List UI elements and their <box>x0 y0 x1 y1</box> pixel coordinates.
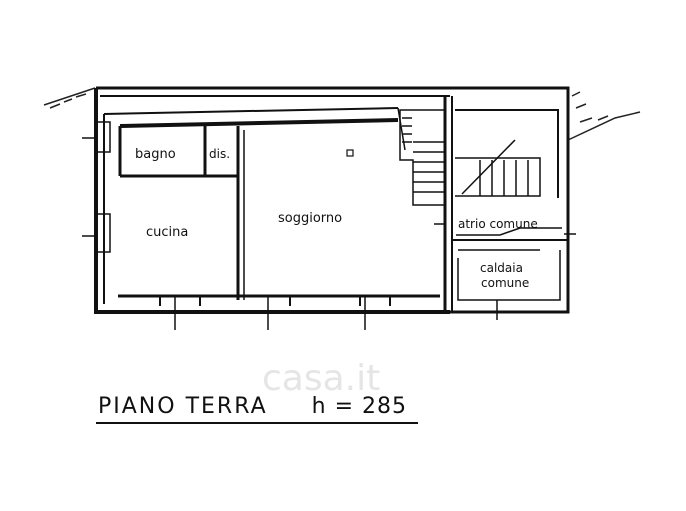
watermark: casa.it <box>262 358 381 399</box>
floor-height: h = 285 <box>311 394 407 419</box>
floor-title: PIANO TERRA h = 285 <box>98 394 407 419</box>
room-label-atrio-comune: atrio comune <box>458 217 538 231</box>
floor-name: PIANO TERRA <box>98 394 268 419</box>
room-label-cucina: cucina <box>146 225 188 240</box>
room-label-caldaia: caldaia <box>480 261 523 275</box>
room-label-bagno: bagno <box>135 147 176 162</box>
title-underline <box>96 422 418 424</box>
staircase <box>397 107 541 206</box>
outer-walls <box>94 86 570 314</box>
windows-doors <box>82 121 576 330</box>
ceiling-marker-icon <box>346 149 354 157</box>
room-label-soggiorno: soggiorno <box>278 211 342 226</box>
room-label-dis: dis. <box>209 147 230 161</box>
room-label-caldaia-comune: comune <box>481 276 529 290</box>
